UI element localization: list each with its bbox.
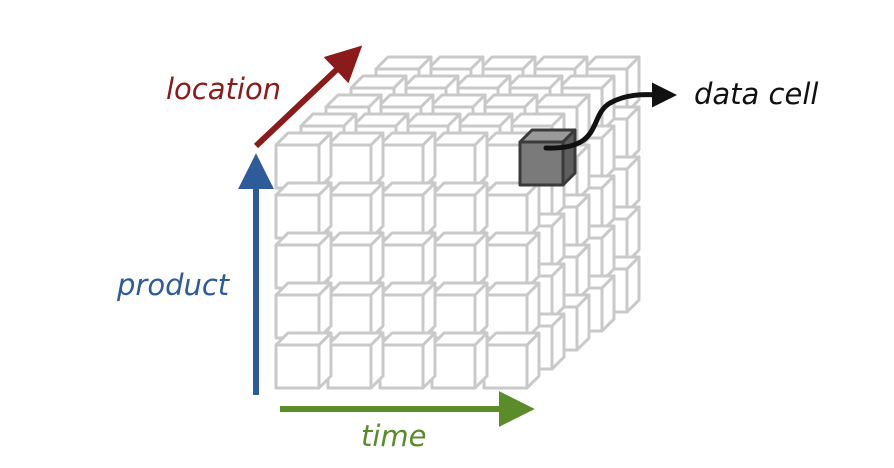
- cube-side-face: [575, 143, 591, 202]
- cube-side-face: [317, 231, 333, 290]
- grid-cube: [378, 331, 437, 390]
- cube-side-face: [421, 181, 437, 240]
- cube-side-face: [575, 243, 591, 302]
- data-cell-cube: [518, 128, 577, 187]
- cube-side-face: [625, 55, 641, 114]
- cube-side-face: [317, 281, 333, 340]
- cube-side-face: [317, 181, 333, 240]
- cube-front-face: [482, 343, 529, 390]
- grid-cube: [326, 231, 385, 290]
- cube-side-face: [525, 281, 541, 340]
- location-axis-label: location: [166, 72, 281, 106]
- cube-side-face: [525, 181, 541, 240]
- cube-side-face: [473, 331, 489, 390]
- cube-side-face: [421, 131, 437, 190]
- grid-cube: [430, 281, 489, 340]
- time-axis-label: time: [361, 419, 427, 453]
- grid-cube: [274, 231, 333, 290]
- grid-cube: [326, 331, 385, 390]
- cube-side-face: [600, 224, 616, 283]
- cube-side-face: [369, 331, 385, 390]
- cube-side-face: [561, 128, 577, 187]
- cube-side-face: [369, 181, 385, 240]
- grid-cube: [378, 281, 437, 340]
- cube-side-face: [525, 231, 541, 290]
- cube-front-face: [518, 140, 565, 187]
- grid-cube: [482, 331, 541, 390]
- cube-side-face: [421, 331, 437, 390]
- cube-side-face: [369, 281, 385, 340]
- cube-side-face: [421, 231, 437, 290]
- grid-cube: [274, 331, 333, 390]
- cube-side-face: [600, 124, 616, 183]
- cube-side-face: [473, 281, 489, 340]
- grid-cube: [274, 181, 333, 240]
- cube-side-face: [625, 255, 641, 314]
- cube-side-face: [369, 131, 385, 190]
- cube-front-face: [430, 343, 477, 390]
- cube-side-face: [317, 331, 333, 390]
- cube-side-face: [625, 105, 641, 164]
- cube-front-face: [326, 343, 373, 390]
- grid-cube: [482, 281, 541, 340]
- cube-grid: [274, 55, 641, 390]
- cube-side-face: [525, 331, 541, 390]
- cube-side-face: [317, 131, 333, 190]
- grid-cube: [326, 281, 385, 340]
- grid-cube: [274, 281, 333, 340]
- cube-side-face: [473, 131, 489, 190]
- grid-cube: [326, 131, 385, 190]
- cube-side-face: [550, 262, 566, 321]
- cube-side-face: [625, 205, 641, 264]
- grid-cube: [378, 181, 437, 240]
- cube-side-face: [600, 174, 616, 233]
- data-cell-label: data cell: [694, 77, 818, 111]
- cube-side-face: [473, 231, 489, 290]
- grid-cube: [430, 231, 489, 290]
- grid-cube: [482, 181, 541, 240]
- grid-cube: [482, 231, 541, 290]
- data-cell-pointer-arrow: [543, 82, 678, 151]
- grid-cube: [378, 131, 437, 190]
- grid-cube: [274, 131, 333, 190]
- cube-side-face: [369, 231, 385, 290]
- product-axis-label: product: [116, 268, 231, 302]
- cube-front-face: [274, 343, 321, 390]
- cube-side-face: [550, 312, 566, 371]
- cube-front-face: [378, 343, 425, 390]
- cube-side-face: [421, 281, 437, 340]
- grid-cube: [430, 331, 489, 390]
- grid-cube: [430, 181, 489, 240]
- cube-side-face: [600, 274, 616, 333]
- location-axis-arrow: [253, 45, 363, 149]
- cube-side-face: [473, 181, 489, 240]
- cube-side-face: [625, 155, 641, 214]
- grid-cube: [430, 131, 489, 190]
- cube-side-face: [550, 212, 566, 271]
- grid-cube: [378, 231, 437, 290]
- grid-cube: [326, 181, 385, 240]
- cube-side-face: [575, 293, 591, 352]
- cube-side-face: [575, 193, 591, 252]
